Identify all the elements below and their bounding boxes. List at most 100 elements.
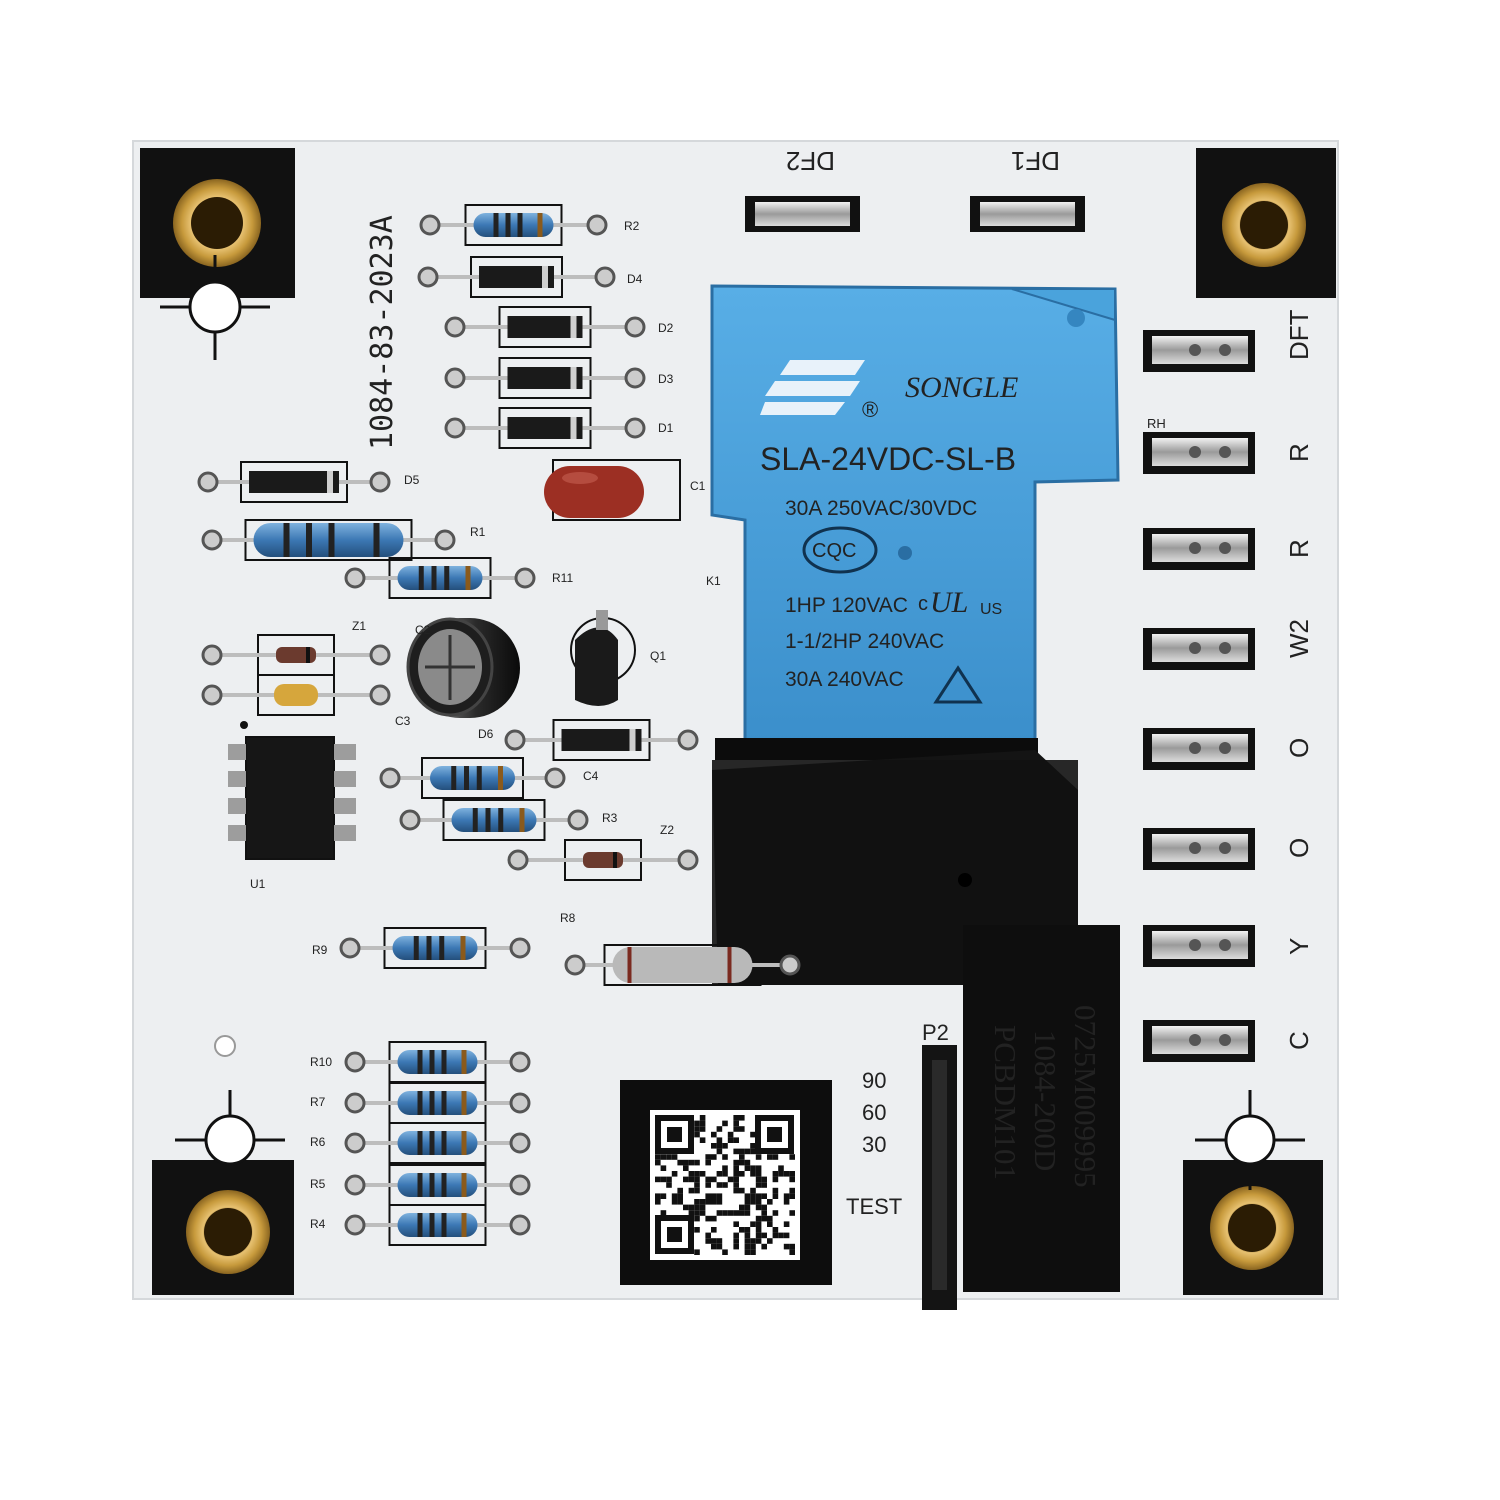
resistor-r2 (419, 204, 608, 246)
relay-ref: K1 (706, 574, 721, 588)
terminal-w2-3 (1143, 628, 1255, 670)
label-df2: DF2 (786, 146, 835, 176)
ref-components-zeners-1: Z2 (660, 823, 674, 837)
mount-hole-bottom-right (1183, 1160, 1323, 1295)
fiducial-bottom-right (1195, 1090, 1305, 1190)
terminal-df1 (970, 196, 1085, 232)
fiducial-bottom-left (175, 1090, 285, 1190)
relay-rating-1: 30A 250VAC/30VDC (785, 497, 977, 520)
ref-components-diodes-0: D4 (627, 272, 643, 286)
board-part-number: 1084-83-2023A (365, 215, 400, 450)
relay-registered: ® (862, 397, 878, 422)
small-hole (214, 1035, 236, 1057)
resistor-r9 (339, 927, 531, 969)
terminal-o-5 (1143, 828, 1255, 870)
label-terminal-w2-3: W2 (1284, 619, 1314, 658)
resistor-r6 (344, 1122, 531, 1164)
transistor-q1 (570, 610, 636, 706)
mount-hole-bottom-left (152, 1160, 294, 1295)
relay-brand: SONGLE (905, 371, 1018, 404)
resistor-r7 (344, 1082, 531, 1124)
relay-rating-2: 1HP 120VAC (785, 594, 908, 617)
terminal-df2 (745, 196, 860, 232)
ref-components-resistors-10: R4 (310, 1217, 326, 1231)
label-line-2: 1084-200D (1028, 1030, 1063, 1171)
ref-components-resistors-4: R9 (312, 943, 328, 957)
ul-mark-icon: UL (930, 586, 968, 619)
ref-components-resistors-8: R6 (310, 1135, 326, 1149)
ref-components-caps-0: C1 (690, 479, 706, 493)
ref-components-diodes-5: D6 (478, 727, 494, 741)
label-line-1: 0725M009995 (1068, 1005, 1103, 1188)
ref-components-resistors-0: R2 (624, 219, 640, 233)
mount-hole-top-right (1196, 148, 1336, 298)
header-pos-30: 30 (862, 1132, 886, 1157)
relay-cert: CQC (812, 540, 856, 562)
ref-components-transistor: Q1 (650, 649, 666, 663)
header-pos-90: 90 (862, 1068, 886, 1093)
capacitor-c3 (201, 674, 391, 716)
ref-components-resistors-6: R10 (310, 1055, 332, 1069)
ref-components-ic: U1 (250, 877, 266, 891)
ref-components-diodes-1: D2 (658, 321, 674, 335)
ref-components-zeners-0: Z1 (352, 619, 366, 633)
label-terminal-dft-0: DFT (1284, 309, 1314, 360)
ref-components-resistors-1: R1 (470, 525, 486, 539)
resistor-r1 (201, 519, 456, 561)
diode-d2 (444, 306, 646, 348)
relay-model: SLA-24VDC-SL-B (760, 441, 1016, 477)
terminal-dft-0 (1143, 330, 1255, 372)
ref-components-caps-3: C4 (583, 769, 599, 783)
capacitor-c2 (406, 617, 520, 718)
relay (710, 284, 1120, 744)
qr-code-icon (620, 1080, 832, 1285)
header-pos-test: TEST (846, 1194, 902, 1219)
ref-components-diodes-3: D1 (658, 421, 674, 435)
capacitor-c4 (379, 757, 566, 799)
capacitor-c1 (544, 459, 681, 521)
terminal-r-2 (1143, 528, 1255, 570)
header-pos-60: 60 (862, 1100, 886, 1125)
label-terminal-r-1: R (1284, 443, 1314, 462)
test-header-p2 (922, 1045, 957, 1310)
side-terminal-mark: RH (1147, 416, 1166, 431)
relay-ul-us: US (980, 601, 1002, 618)
ref-components-caps-1: C2 (415, 623, 431, 637)
resistor-r10 (344, 1041, 531, 1083)
ic-u1 (228, 721, 356, 860)
terminal-o-4 (1143, 728, 1255, 770)
relay-rating-4: 30A 240VAC (785, 668, 904, 691)
ref-components-caps-2: C3 (395, 714, 411, 728)
zener-z2 (507, 839, 699, 881)
fiducial-top-left (160, 255, 270, 360)
label-df1: DF1 (1011, 146, 1060, 176)
ref-components-diodes-4: D5 (404, 473, 420, 487)
label-line-3: PCBDM101 (988, 1025, 1023, 1180)
diode-d6 (504, 719, 699, 761)
relay-ul-c: c (918, 593, 928, 615)
terminal-y-6 (1143, 925, 1255, 967)
diode-d1 (444, 407, 646, 449)
relay-rating-3: 1-1/2HP 240VAC (785, 630, 944, 653)
resistor-r4 (344, 1204, 531, 1246)
resistor-r11 (344, 557, 536, 599)
triangle-cert-icon (933, 665, 983, 704)
ref-components-resistors-5: R8 (560, 911, 576, 925)
diode-d3 (444, 357, 646, 399)
diode-d5 (197, 461, 391, 503)
ref-components-resistors-3: R3 (602, 811, 618, 825)
resistor-r5 (344, 1164, 531, 1206)
label-terminal-c-7: C (1284, 1031, 1314, 1050)
diode-d4 (417, 256, 616, 298)
ref-components-diodes-2: D3 (658, 372, 674, 386)
mount-hole-top-left (140, 148, 295, 298)
label-terminal-o-4: O (1284, 738, 1314, 758)
ref-components-resistors-9: R5 (310, 1177, 326, 1191)
resistor-r8 (564, 944, 801, 986)
label-terminal-y-6: Y (1284, 938, 1314, 955)
part-label (963, 925, 1120, 1292)
header-name: P2 (922, 1020, 949, 1045)
terminal-c-7 (1143, 1020, 1255, 1062)
